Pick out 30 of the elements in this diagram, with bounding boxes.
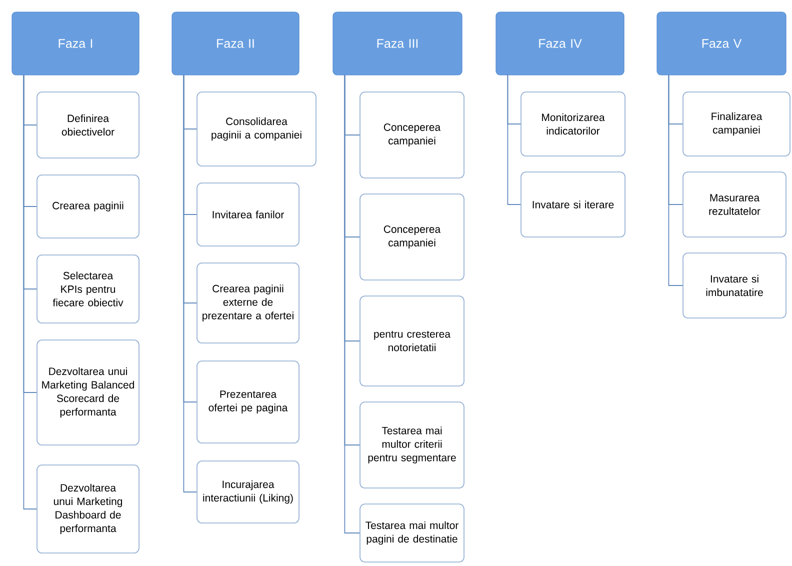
tree-connector [183, 74, 198, 492]
task-box: Consolidarea paginii a companiei [196, 92, 316, 166]
task-box: Crearea paginii [36, 174, 140, 238]
task-box: Dezvoltarea unui Marketing Balanced Scorecard de performanta [36, 340, 140, 446]
task-box: Invatare si iterare [520, 172, 626, 238]
task-box: pentru cresterea notorietatii [360, 296, 464, 386]
phase-header: Faza IV [496, 12, 624, 76]
task-box: Crearea paginii externe de prezentare a ofertei [196, 262, 300, 344]
task-box: Prezentarea ofertei pe pagina [196, 360, 300, 444]
tree-connector [668, 74, 684, 286]
tree-connector [507, 74, 522, 205]
task-box: Dezvoltarea unui Marketing Dashboard de performanta [36, 464, 140, 554]
task-box: Invitarea fanilor [196, 182, 300, 246]
task-box: Masurarea rezultatelor [682, 172, 786, 238]
tree-connector [344, 74, 360, 534]
task-box: Testarea mai multor criterii pentru segmentare [360, 402, 464, 488]
tree-connector [23, 74, 38, 510]
phase-header: Faza V [656, 12, 786, 76]
phase-header: Faza II [172, 12, 300, 76]
task-box: Finalizarea campaniei [682, 92, 790, 156]
task-box: Incurajarea interactiunii (Liking) [196, 460, 300, 524]
phase-header: Faza III [332, 12, 462, 76]
task-box: Selectarea KPIs pentru fiecare obiectiv [36, 254, 140, 324]
phase-header: Faza I [12, 12, 140, 76]
task-box: Testarea mai multor pagini de destinatie [360, 504, 464, 562]
task-box: Conceperea campaniei [360, 194, 464, 280]
task-box: Invatare si imbunatatire [682, 252, 786, 318]
task-box: Definirea obiectivelor [36, 92, 140, 158]
task-box: Conceperea campaniei [360, 92, 464, 178]
task-box: Monitorizarea indicatorilor [520, 92, 626, 156]
